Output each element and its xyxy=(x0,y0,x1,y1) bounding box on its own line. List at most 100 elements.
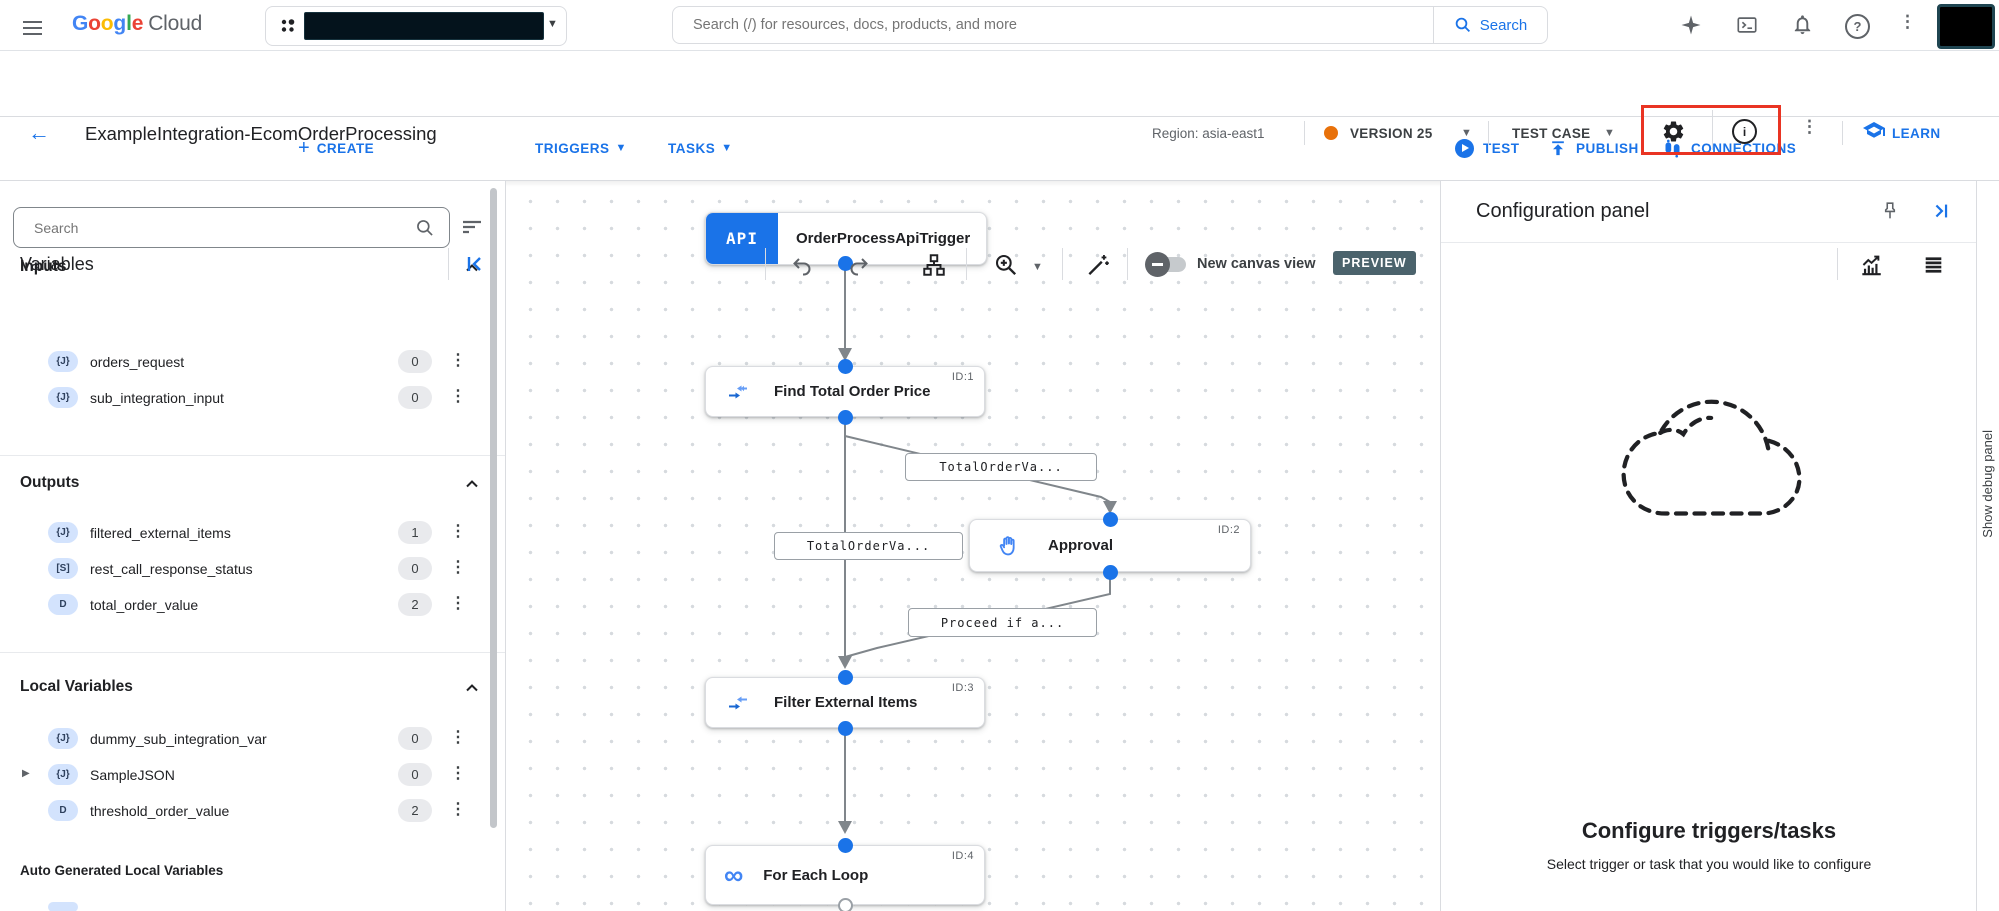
connection-dot[interactable] xyxy=(838,410,853,425)
test-case-dropdown[interactable]: TEST CASE xyxy=(1512,126,1591,141)
collapse-panel-icon[interactable] xyxy=(462,252,488,276)
search-icon xyxy=(1455,17,1470,33)
menu-icon[interactable] xyxy=(23,17,42,39)
variable-row[interactable]: {J} dummy_sub_integration_var 0 ⋮ xyxy=(0,724,490,756)
metrics-icon[interactable] xyxy=(1858,252,1884,278)
section-header-inputs[interactable]: Inputs xyxy=(20,258,67,275)
triggers-label: TRIGGERS xyxy=(535,140,610,156)
row-more-vert-icon[interactable]: ⋮ xyxy=(450,595,466,612)
play-icon xyxy=(1455,138,1474,158)
edge-label[interactable]: Proceed if a... xyxy=(908,608,1097,637)
create-variable-button[interactable]: + CREATE xyxy=(298,116,374,180)
beautify-icon[interactable] xyxy=(1085,252,1111,278)
variable-type-badge: {J} xyxy=(48,764,78,785)
toolbar-shadow xyxy=(505,180,1440,187)
header-more-vert-icon[interactable]: ⋮ xyxy=(1801,117,1818,136)
variable-name: orders_request xyxy=(90,354,185,370)
row-more-vert-icon[interactable]: ⋮ xyxy=(450,765,466,782)
variable-name: threshold_order_value xyxy=(90,803,230,819)
variable-row[interactable]: {J} sub_integration_input 0 ⋮ xyxy=(0,383,490,415)
connection-dot[interactable] xyxy=(1103,565,1118,580)
connections-button[interactable]: CONNECTIONS xyxy=(1662,116,1796,180)
google-cloud-logo[interactable]: Google Cloud xyxy=(72,12,202,36)
variable-type-badge: {J} xyxy=(48,728,78,749)
info-icon[interactable]: i xyxy=(1732,119,1757,144)
tasks-dropdown[interactable]: TASKS ▼ xyxy=(668,116,732,180)
edge-label[interactable]: TotalOrderVa... xyxy=(905,453,1097,481)
logs-icon[interactable] xyxy=(1921,253,1946,278)
row-more-vert-icon[interactable]: ⋮ xyxy=(450,801,466,818)
variable-row[interactable]: D threshold_order_value 2 ⋮ xyxy=(0,796,490,828)
settings-icon[interactable] xyxy=(1661,119,1686,144)
zoom-caret-icon[interactable]: ▼ xyxy=(1032,261,1043,273)
test-label: TEST xyxy=(1483,140,1520,156)
search-button[interactable]: Search xyxy=(1434,6,1548,44)
section-header-local-variables[interactable]: Local Variables xyxy=(20,678,133,695)
section-header-outputs[interactable]: Outputs xyxy=(20,474,80,491)
row-more-vert-icon[interactable]: ⋮ xyxy=(450,388,466,405)
section-divider xyxy=(0,455,505,456)
pin-icon[interactable] xyxy=(1879,200,1901,222)
undo-icon[interactable] xyxy=(790,253,814,277)
node-approval[interactable]: Approval ID:2 xyxy=(969,519,1251,572)
redo-icon[interactable] xyxy=(847,253,871,277)
back-icon[interactable]: ← xyxy=(28,120,50,145)
sort-icon[interactable] xyxy=(460,215,484,239)
global-search-input[interactable] xyxy=(691,16,1433,34)
create-button-label: CREATE xyxy=(316,140,375,156)
node-find-total-order-price[interactable]: Find Total Order Price ID:1 xyxy=(705,366,985,417)
row-more-vert-icon[interactable]: ⋮ xyxy=(450,559,466,576)
zoom-icon[interactable] xyxy=(993,252,1019,278)
collapse-chevron-icon[interactable] xyxy=(462,474,482,494)
avatar[interactable] xyxy=(1937,4,1995,49)
connection-dot[interactable] xyxy=(838,838,853,853)
cloud-shell-icon[interactable] xyxy=(1736,14,1758,36)
learn-icon xyxy=(1863,122,1885,138)
variable-count-badge: 2 xyxy=(398,799,432,822)
triggers-dropdown[interactable]: TRIGGERS ▼ xyxy=(535,116,626,180)
connection-dot[interactable] xyxy=(838,721,853,736)
collapse-right-icon[interactable] xyxy=(1929,200,1953,222)
connection-dot[interactable] xyxy=(838,256,853,271)
variable-count-badge: 0 xyxy=(398,386,432,409)
row-more-vert-icon[interactable]: ⋮ xyxy=(450,352,466,369)
connection-dot[interactable] xyxy=(838,359,853,374)
project-grid-icon xyxy=(281,19,295,32)
node-for-each-loop[interactable]: ∞ For Each Loop ID:4 xyxy=(705,845,985,905)
notifications-icon[interactable] xyxy=(1791,13,1814,36)
variable-count-badge: 1 xyxy=(398,521,432,544)
canvas-view-toggle[interactable] xyxy=(1145,252,1186,277)
edge-label[interactable]: TotalOrderVa... xyxy=(774,532,963,560)
gemini-icon[interactable] xyxy=(1679,13,1703,37)
publish-button[interactable]: PUBLISH xyxy=(1548,116,1639,180)
variable-row[interactable]: {J} orders_request 0 ⋮ xyxy=(0,347,490,379)
show-debug-panel-button[interactable]: Show debug panel xyxy=(1976,180,1999,911)
sidebar-scrollbar[interactable] xyxy=(490,188,497,828)
variable-row[interactable]: {J} filtered_external_items 1 ⋮ xyxy=(0,518,490,550)
collapse-chevron-icon[interactable] xyxy=(462,678,482,698)
integration-canvas[interactable]: API OrderProcessApiTrigger Find Total Or… xyxy=(505,180,1440,911)
learn-link[interactable]: LEARN xyxy=(1892,126,1941,141)
variable-row[interactable]: [S] rest_call_response_status 0 ⋮ xyxy=(0,554,490,586)
api-trigger-badge: API xyxy=(706,213,778,264)
row-more-vert-icon[interactable]: ⋮ xyxy=(450,729,466,746)
row-more-vert-icon[interactable]: ⋮ xyxy=(450,523,466,540)
variable-row[interactable]: ▶ {J} SampleJSON 0 ⋮ xyxy=(0,760,490,792)
more-vert-icon[interactable]: ⋮ xyxy=(1899,12,1916,31)
expand-icon[interactable]: ▶ xyxy=(22,768,30,779)
variables-search-box[interactable] xyxy=(13,207,450,248)
variable-row[interactable]: D total_order_value 2 ⋮ xyxy=(0,590,490,622)
version-dropdown[interactable]: VERSION 25 xyxy=(1350,126,1433,141)
connection-dot[interactable] xyxy=(838,670,853,685)
global-search-field[interactable] xyxy=(672,6,1434,44)
help-icon[interactable]: ? xyxy=(1845,14,1870,39)
variables-sidebar: Inputs STR Order_request_2 0 ⋮ {J} order… xyxy=(0,180,506,911)
variables-search-input[interactable] xyxy=(32,218,415,237)
project-selector[interactable]: ▼ xyxy=(265,6,567,46)
connection-dot[interactable] xyxy=(1103,512,1118,527)
connection-dot-open[interactable] xyxy=(838,898,853,911)
auto-layout-icon[interactable] xyxy=(921,252,947,278)
test-button[interactable]: TEST xyxy=(1455,116,1520,180)
toggle-thumb xyxy=(1145,252,1170,277)
variable-count-badge: 0 xyxy=(398,727,432,750)
